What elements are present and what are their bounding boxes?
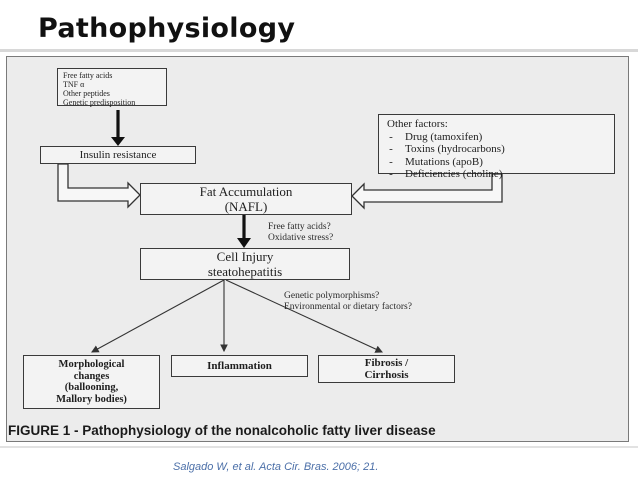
- mechanism-note-1: Free fatty acids? Oxidative stress?: [268, 222, 333, 243]
- arrow-fat-to-injury: [237, 215, 251, 248]
- insulin-resistance-box: Insulin resistance: [40, 146, 196, 164]
- other-factor-text: Toxins (hydrocarbons): [405, 143, 505, 155]
- arrow-insulin-to-fat: [57, 163, 141, 209]
- other-factor-item: -Drug (tamoxifen): [389, 130, 483, 143]
- morphological-line-4: Mallory bodies): [56, 393, 127, 405]
- morphological-line-3: (ballooning,: [64, 382, 119, 393]
- other-factor-item: -Deficiencies (choline): [389, 168, 503, 180]
- arrow-injury-to-morphological: [91, 279, 225, 353]
- figure-caption: FIGURE 1 - Pathophysiology of the nonalc…: [8, 423, 436, 438]
- note-2-line-1: Genetic polymorphisms?: [284, 291, 380, 301]
- risk-factor-3: Other peptides: [63, 89, 110, 98]
- other-factors-heading: Other factors:: [387, 118, 448, 130]
- other-factor-text: Drug (tamoxifen): [405, 130, 483, 143]
- cell-injury-box: Cell Injury steatohepatitis: [140, 248, 350, 280]
- other-factor-text: Deficiencies (choline): [405, 168, 503, 180]
- other-factor-item: -Toxins (hydrocarbons): [389, 143, 505, 155]
- note-1-line-1: Free fatty acids?: [268, 222, 331, 232]
- fat-accumulation-sublabel: (NAFL): [224, 199, 268, 214]
- cell-injury-label: Cell Injury: [216, 249, 274, 264]
- fat-accumulation-box: Fat Accumulation (NAFL): [140, 183, 352, 215]
- citation: Salgado W, et al. Acta Cir. Bras. 2006; …: [173, 461, 379, 473]
- morphological-changes-box: Morphological changes (ballooning, Mallo…: [23, 355, 160, 409]
- inflammation-label: Inflammation: [207, 360, 272, 372]
- arrow-risk-to-insulin: [111, 110, 125, 146]
- arrow-other-to-fat: [351, 173, 503, 210]
- risk-factors-box: Free fatty acids TNF α Other peptides Ge…: [57, 68, 167, 107]
- other-factor-item: -Mutations (apoB): [389, 155, 483, 168]
- fat-accumulation-label: Fat Accumulation: [199, 184, 293, 199]
- note-2-line-2: Environmental or dietary factors?: [284, 301, 412, 312]
- footer-divider: [0, 446, 638, 448]
- arrow-injury-to-fibrosis: [225, 279, 383, 353]
- cell-injury-sublabel: steatohepatitis: [207, 264, 283, 279]
- fibrosis-line-1: Fibrosis /: [364, 357, 409, 369]
- inflammation-box: Inflammation: [171, 355, 308, 377]
- mechanism-note-2: Genetic polymorphisms? Environmental or …: [284, 291, 412, 312]
- slide-title: Pathophysiology: [38, 13, 296, 44]
- risk-factor-4: Genetic predisposition: [63, 98, 136, 107]
- fibrosis-cirrhosis-box: Fibrosis / Cirrhosis: [318, 355, 455, 383]
- risk-factor-1: Free fatty acids: [63, 71, 113, 80]
- title-divider: [0, 49, 638, 52]
- note-1-line-2: Oxidative stress?: [268, 232, 334, 243]
- other-factors-box: Other factors: -Drug (tamoxifen) -Toxins…: [378, 114, 615, 180]
- insulin-resistance-label: Insulin resistance: [79, 149, 157, 161]
- morphological-line-2: changes: [73, 370, 110, 382]
- fibrosis-line-2: Cirrhosis: [364, 369, 409, 381]
- morphological-line-1: Morphological: [58, 359, 125, 370]
- risk-factor-2: TNF α: [63, 80, 85, 89]
- other-factor-text: Mutations (apoB): [405, 155, 483, 168]
